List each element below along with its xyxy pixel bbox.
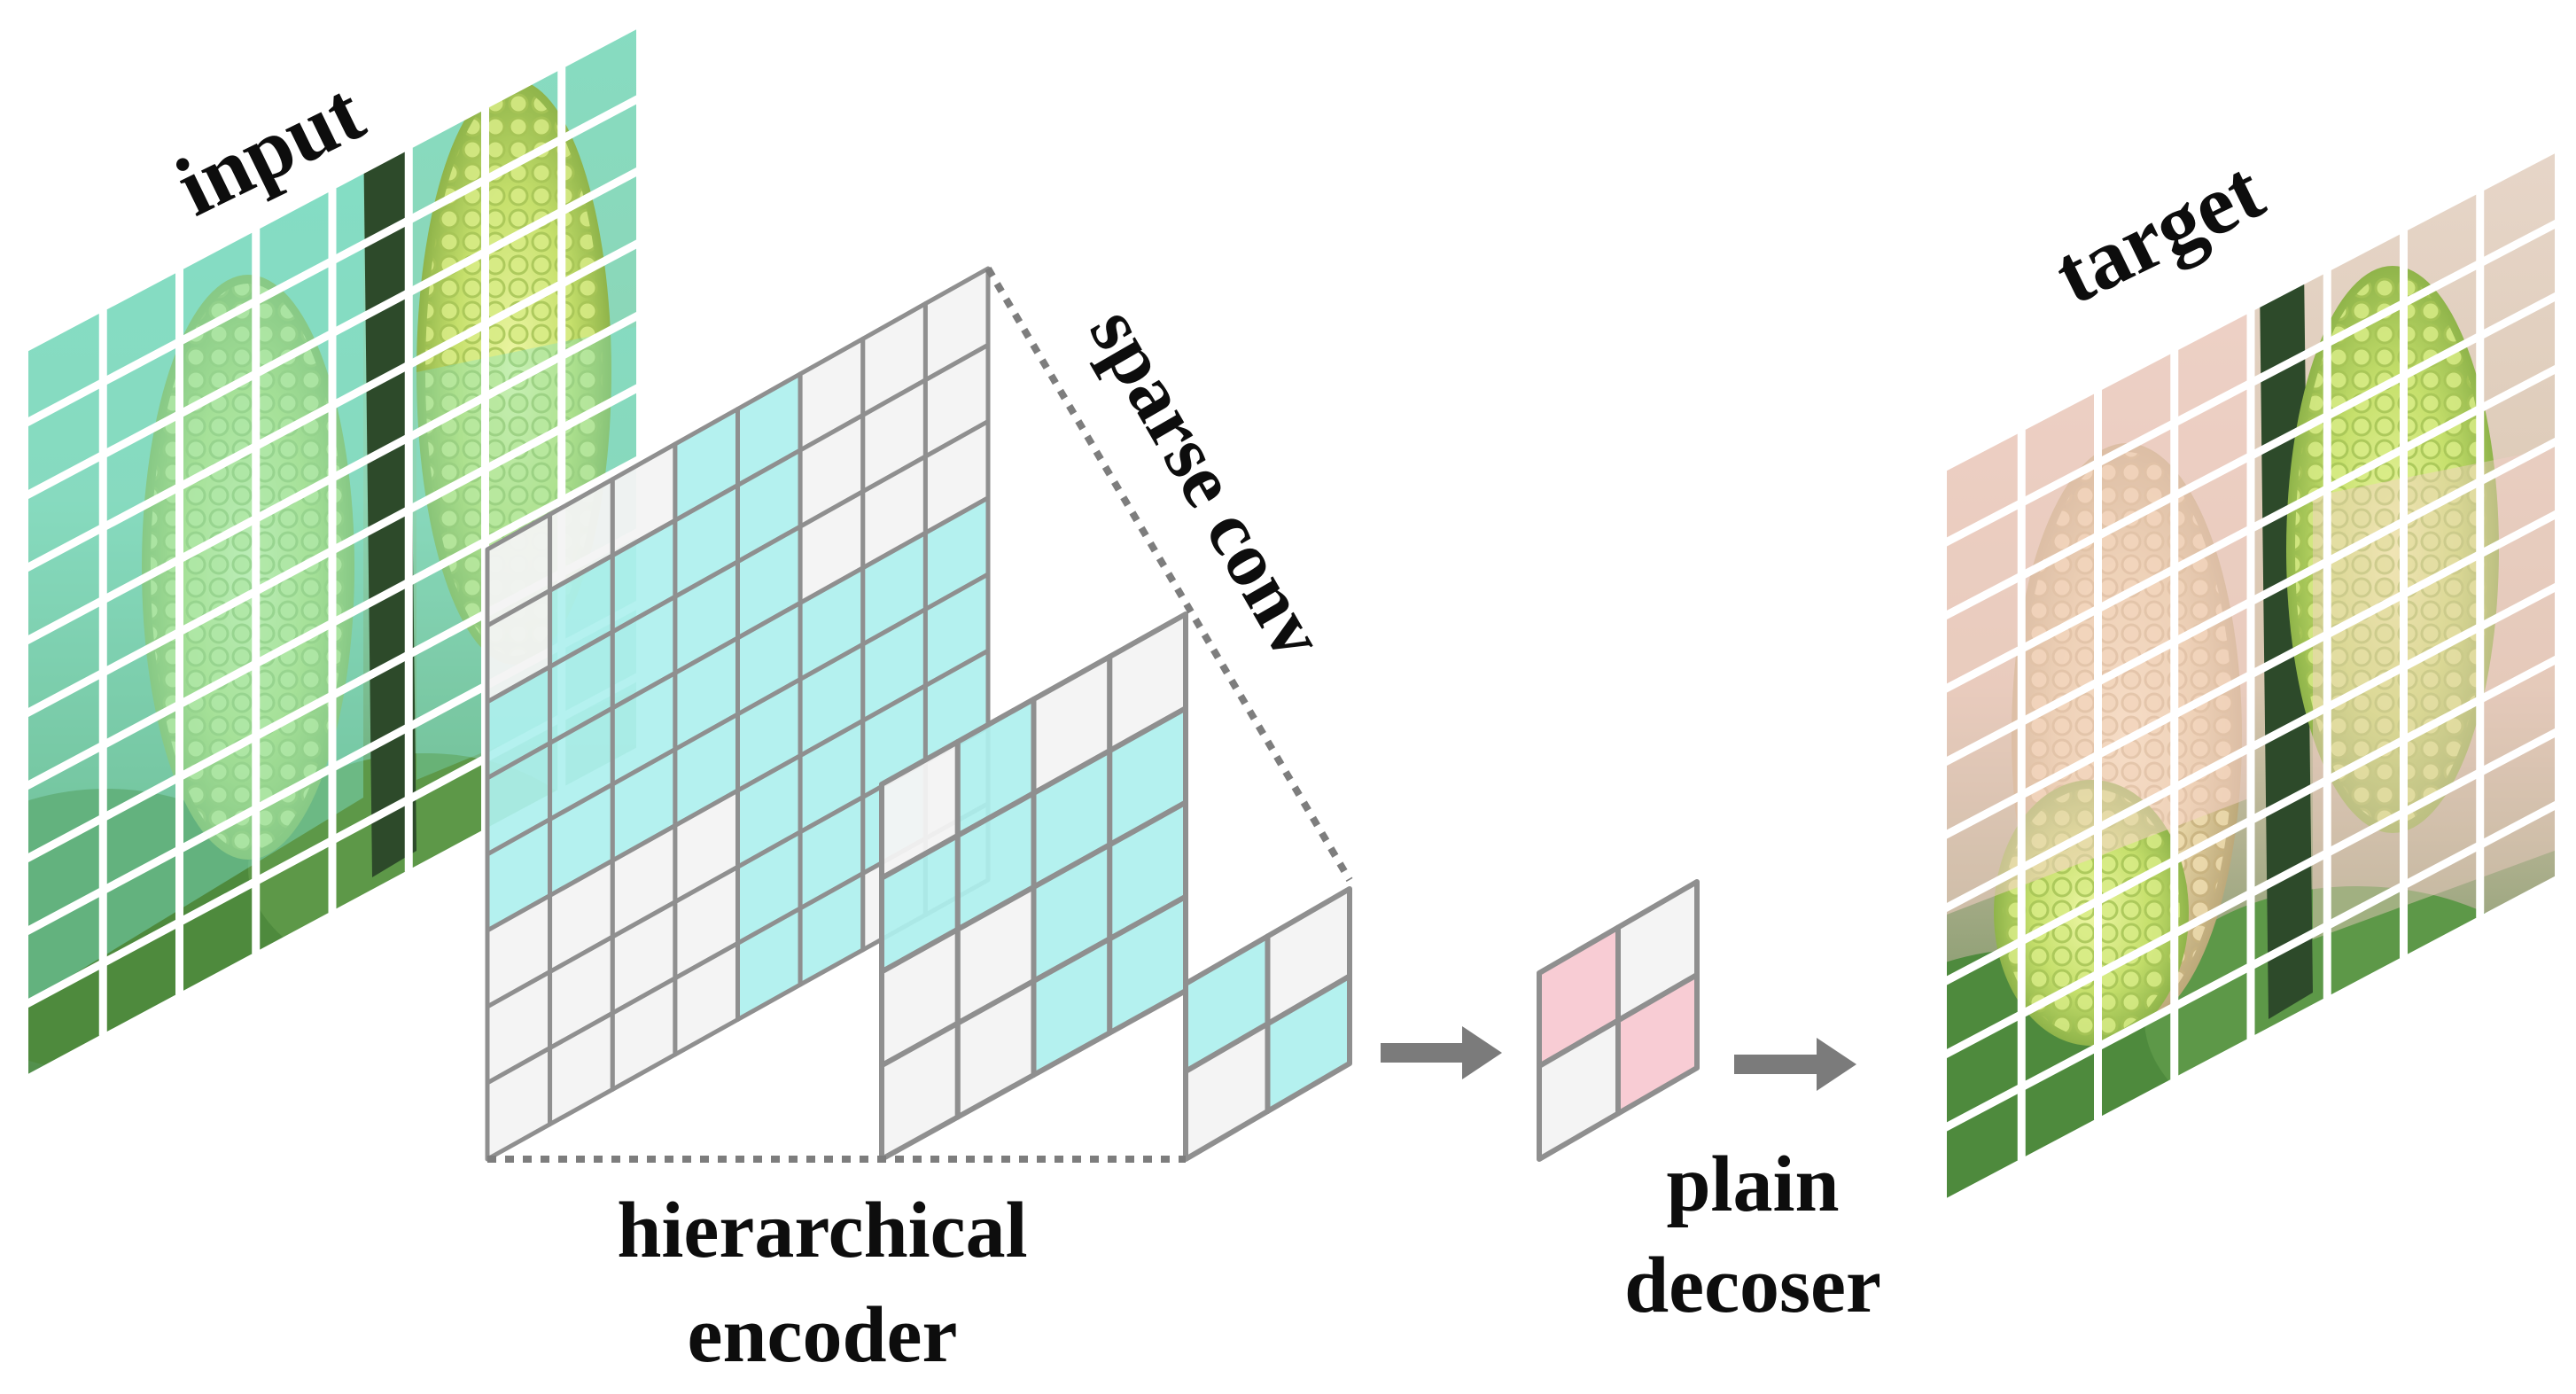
patch-grid-line bbox=[1942, 801, 2559, 1132]
sparse-conv-guides bbox=[487, 266, 1353, 1163]
patch-grid-line bbox=[24, 239, 641, 572]
hierarchical-encoder-label-line2: encoder bbox=[688, 1291, 958, 1379]
encoder-grid-medium bbox=[879, 611, 1188, 1162]
patch-grid-line bbox=[24, 167, 641, 499]
masked-cell bbox=[1615, 972, 1700, 1117]
target-image-panel bbox=[1942, 149, 2559, 1203]
patch-grid-line bbox=[1942, 438, 2559, 766]
patch-grid-line bbox=[26, 25, 639, 352]
encoder-grid-large bbox=[485, 266, 991, 1162]
patch-grid-line bbox=[1944, 149, 2557, 471]
patch-grid-line bbox=[1942, 510, 2559, 839]
decoder-grid bbox=[1537, 879, 1700, 1162]
patch-grid-line bbox=[24, 456, 641, 790]
patch-grid-line bbox=[1942, 583, 2559, 912]
input-patch-grid bbox=[24, 25, 641, 1079]
plain-decoder-label-line2: decoser bbox=[1624, 1242, 1881, 1329]
arrow-decoder-to-target bbox=[1734, 1038, 1856, 1091]
encoder-grid-small bbox=[1183, 886, 1352, 1162]
plain-decoder-label-line1: plain bbox=[1666, 1141, 1839, 1228]
patch-grid-line bbox=[1942, 365, 2559, 693]
sparse-conv-diagonal bbox=[984, 266, 1353, 883]
patch-grid-line bbox=[1942, 292, 2559, 619]
target-patch-grid bbox=[1942, 149, 2559, 1203]
patch-grid-line bbox=[24, 95, 641, 426]
patch-grid-line bbox=[1942, 728, 2559, 1058]
target-label: target bbox=[2040, 142, 2276, 323]
patch-grid-line bbox=[1944, 876, 2557, 1203]
patch-grid-line bbox=[1942, 220, 2559, 547]
masked-cell bbox=[1265, 973, 1352, 1114]
patch-grid-line bbox=[24, 384, 641, 717]
patch-grid-line bbox=[24, 312, 641, 644]
hierarchical-encoder-label-line1: hierarchical bbox=[617, 1187, 1027, 1274]
patch-grid-line bbox=[1942, 656, 2559, 985]
arrow-encoder-to-decoder bbox=[1381, 1026, 1502, 1079]
